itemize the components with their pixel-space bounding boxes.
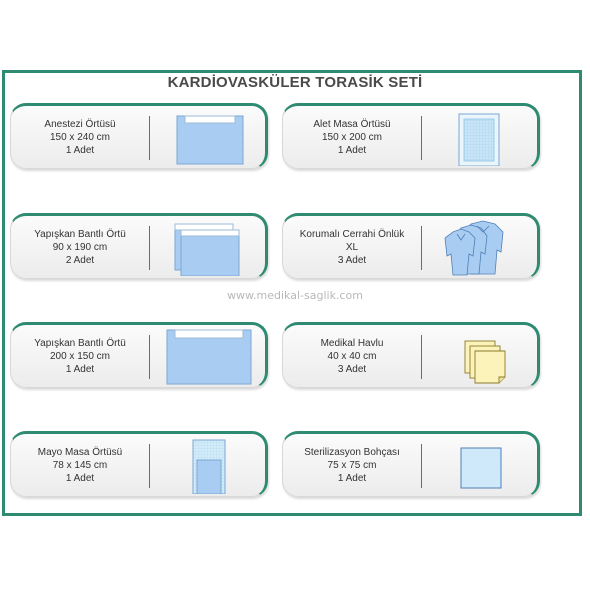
item-card-alet-masa-ortusu: Alet Masa Örtüsü 150 x 200 cm 1 Adet (282, 103, 540, 169)
item-name: Yapışkan Bantlı Örtü (34, 337, 126, 349)
surgical-gown-icon (444, 220, 504, 276)
item-size: 75 x 75 cm (327, 459, 377, 471)
watermark: www.medikal-saglik.com (227, 289, 363, 302)
item-name: Yapışkan Bantlı Örtü (34, 228, 126, 240)
card-divider (149, 116, 150, 160)
item-card-sterilizasyon-bohcasi: Sterilizasyon Bohçası 75 x 75 cm 1 Adet (282, 431, 540, 497)
item-card-mayo-masa-ortusu: Mayo Masa Örtüsü 78 x 145 cm 1 Adet (10, 431, 268, 497)
item-name: Korumalı Cerrahi Önlük (299, 228, 405, 240)
page-title: KARDİOVASKÜLER TORASİK SETİ (167, 74, 423, 91)
item-name: Mayo Masa Örtüsü (37, 446, 123, 458)
card-divider (149, 444, 150, 488)
sterilization-wrap-icon (460, 447, 502, 489)
item-size: 78 x 145 cm (52, 459, 108, 471)
item-quantity: 1 Adet (337, 144, 367, 156)
item-quantity: 1 Adet (337, 472, 367, 484)
item-size: 90 x 190 cm (52, 241, 108, 253)
item-card-medikal-havlu: Medikal Havlu 40 x 40 cm 3 Adet (282, 322, 540, 388)
item-card-anestezi-ortusu: Anestezi Örtüsü 150 x 240 cm 1 Adet (10, 103, 268, 169)
anesthesia-drape-icon (176, 115, 244, 165)
item-card-korumali-cerrahi-onluk: Korumalı Cerrahi Önlük XL 3 Adet (282, 213, 540, 279)
mayo-stand-cover-icon (192, 439, 226, 494)
item-size: 150 x 240 cm (49, 131, 111, 143)
item-size: XL (345, 241, 359, 253)
item-quantity: 3 Adet (337, 254, 367, 266)
item-name: Medikal Havlu (320, 337, 384, 349)
item-size: 150 x 200 cm (321, 131, 383, 143)
item-quantity: 3 Adet (337, 363, 367, 375)
item-quantity: 1 Adet (65, 363, 95, 375)
item-name: Alet Masa Örtüsü (313, 118, 391, 130)
item-quantity: 1 Adet (65, 472, 95, 484)
card-divider (149, 226, 150, 270)
card-divider (421, 116, 422, 160)
item-name: Anestezi Örtüsü (44, 118, 116, 130)
item-quantity: 2 Adet (65, 254, 95, 266)
item-size: 40 x 40 cm (327, 350, 377, 362)
card-divider (421, 226, 422, 270)
instrument-table-cover-icon (458, 113, 500, 166)
card-divider (149, 335, 150, 379)
item-card-yapiskan-bantli-ortu-2: Yapışkan Bantlı Örtü 200 x 150 cm 1 Adet (10, 322, 268, 388)
card-divider (421, 335, 422, 379)
item-card-yapiskan-bantli-ortu-1: Yapışkan Bantlı Örtü 90 x 190 cm 2 Adet (10, 213, 268, 279)
card-divider (421, 444, 422, 488)
item-size: 200 x 150 cm (49, 350, 111, 362)
adhesive-drape-pair-icon (174, 223, 240, 276)
item-name: Sterilizasyon Bohçası (304, 446, 400, 458)
item-quantity: 1 Adet (65, 144, 95, 156)
adhesive-drape-icon (166, 329, 252, 385)
towel-stack-icon (464, 340, 506, 384)
